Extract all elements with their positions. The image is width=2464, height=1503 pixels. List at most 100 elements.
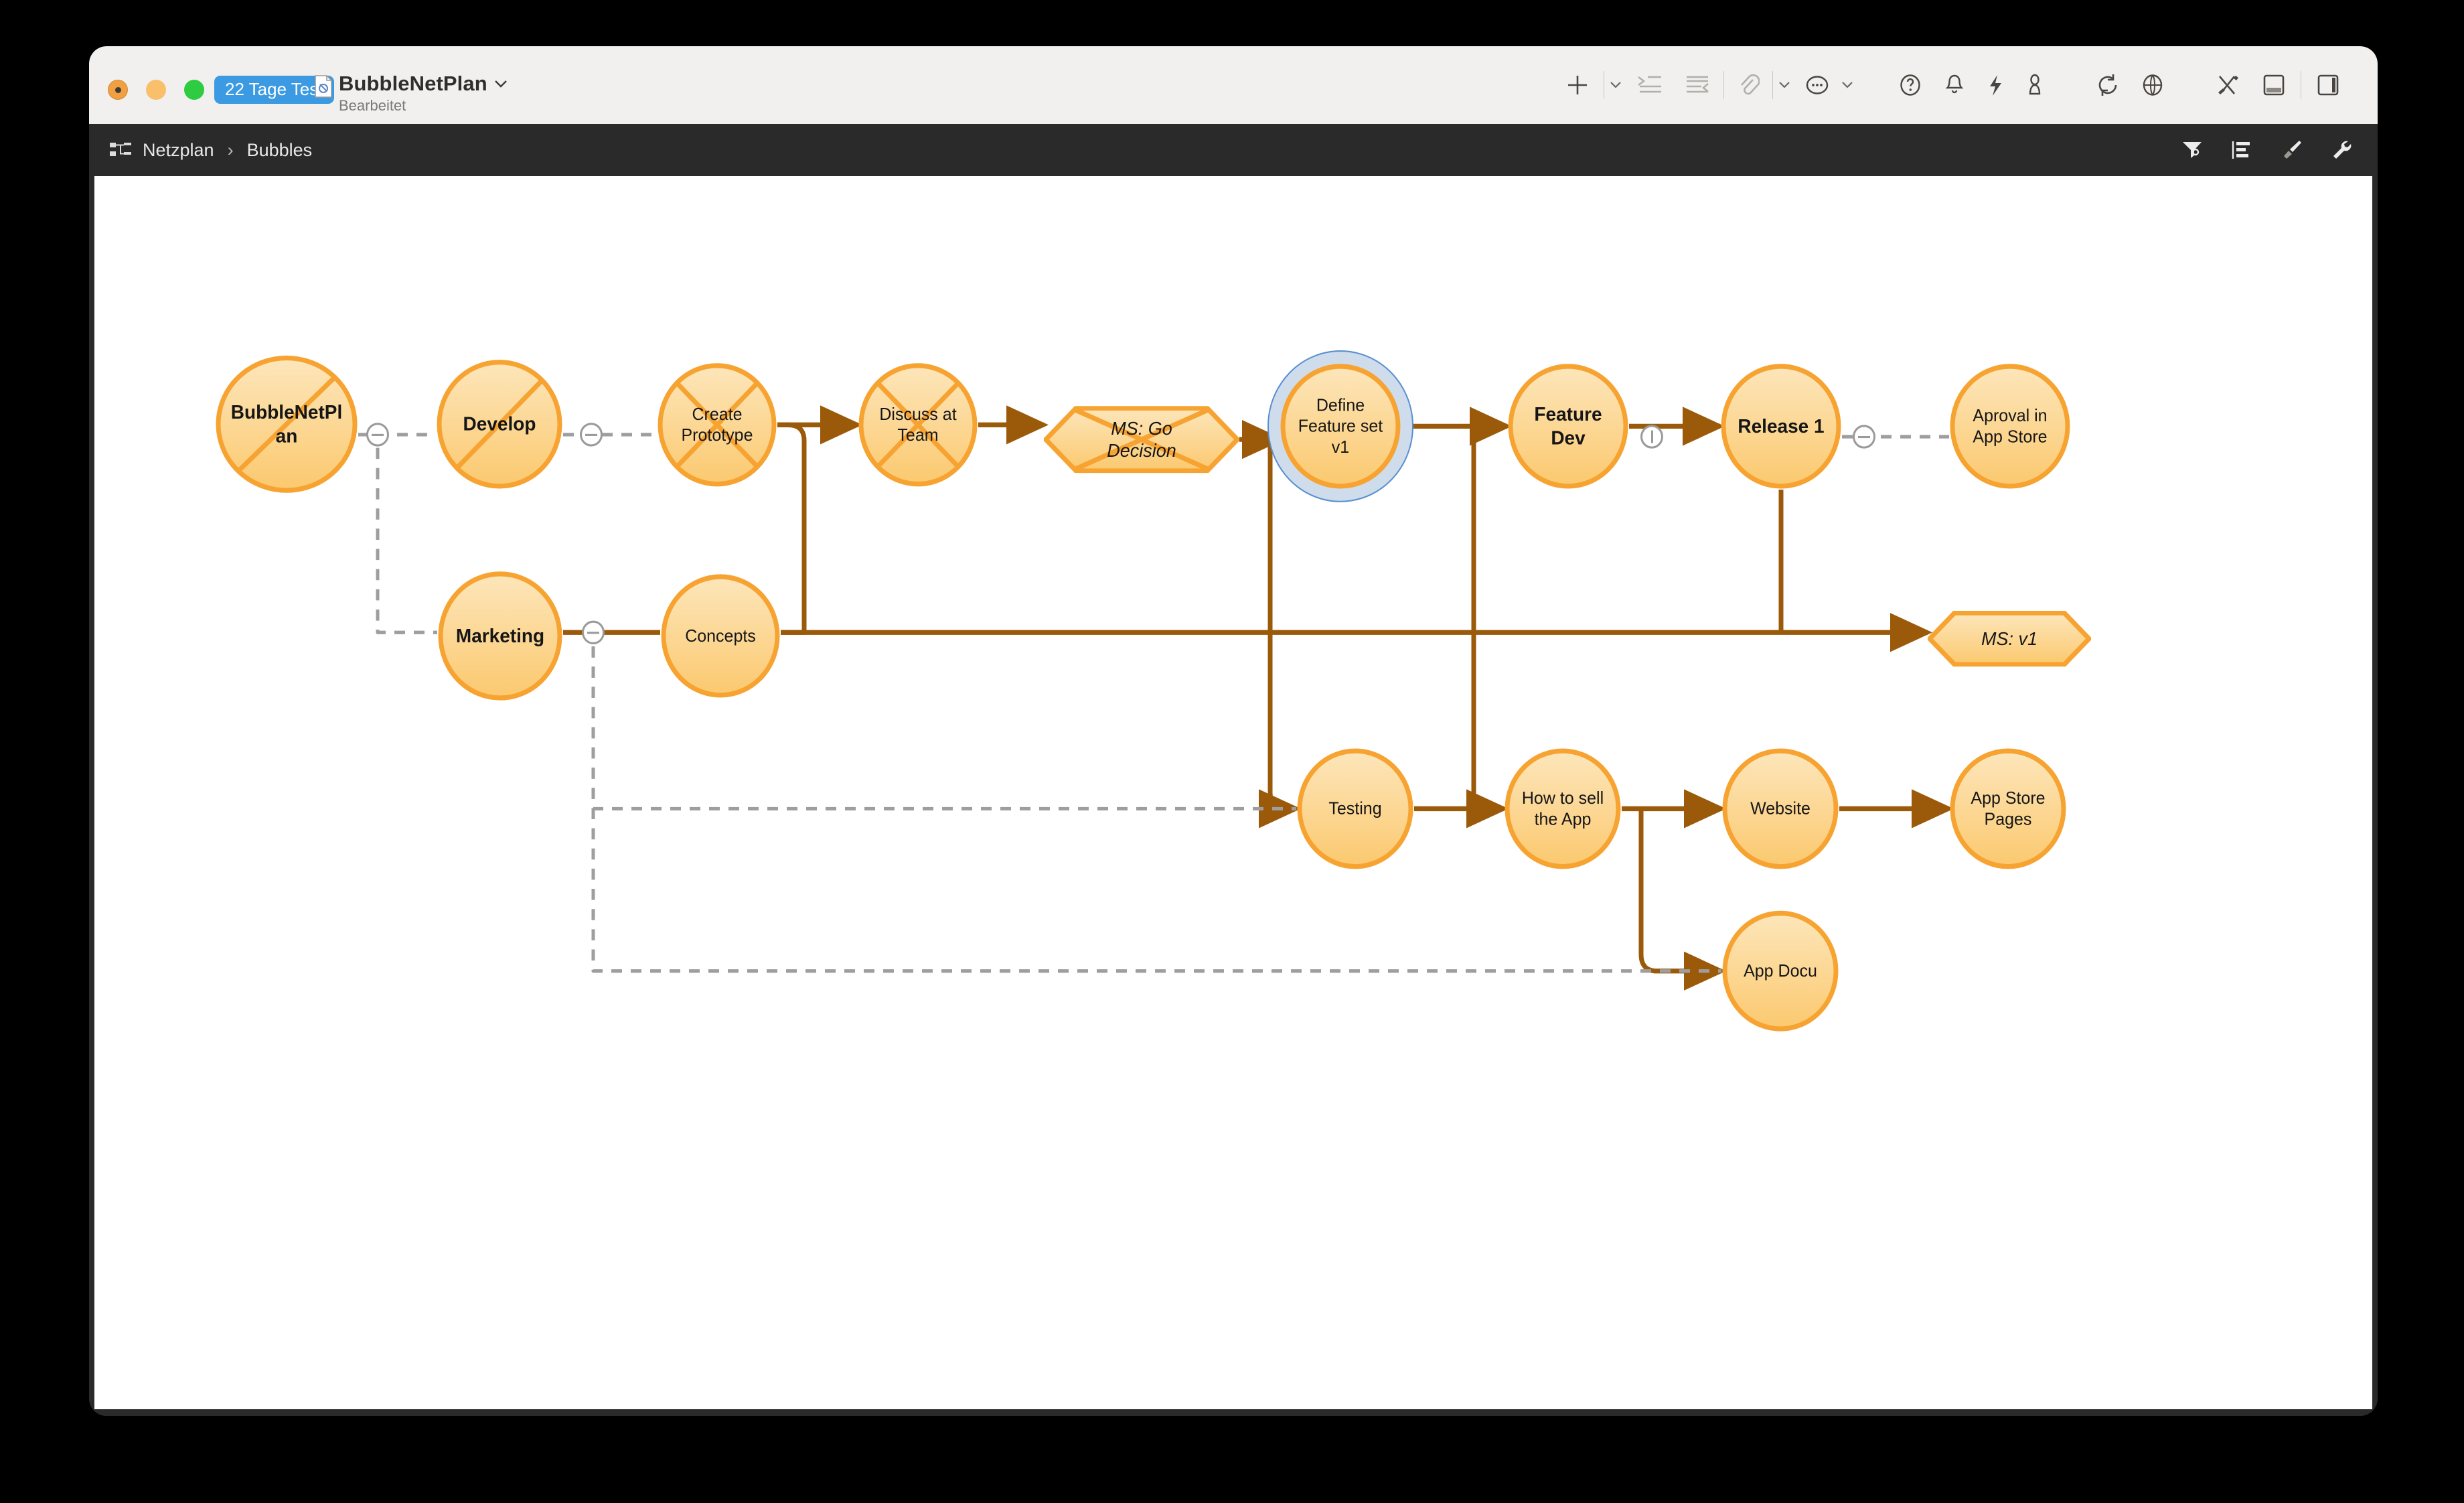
node-label: Testing — [1328, 798, 1382, 818]
collapse-toggle-icon[interactable] — [1853, 425, 1875, 449]
attachment-dropdown-chevron-icon[interactable] — [1777, 46, 1794, 124]
activity-icon[interactable] — [1977, 46, 2014, 124]
chevron-down-icon[interactable] — [494, 80, 508, 88]
filter-icon[interactable] — [2181, 139, 2204, 161]
node-label: Define Feature set v1 — [1298, 395, 1383, 457]
badge-glyph — [372, 433, 384, 436]
node-shape — [437, 360, 562, 489]
connector-how-to-sell-to-app-docu[interactable] — [1638, 808, 1726, 991]
node-release-1[interactable]: Release 1 — [1720, 363, 1842, 490]
collapse-toggle-icon[interactable] — [580, 423, 603, 447]
more-options-icon[interactable] — [1794, 46, 1840, 124]
node-discuss-team[interactable]: Discuss at Team — [858, 362, 978, 488]
connector-bubblenetplan-to-marketing[interactable] — [376, 447, 437, 634]
badge-glyph — [587, 631, 599, 634]
node-website[interactable]: Website — [1721, 747, 1839, 870]
help-icon[interactable] — [1888, 46, 1932, 124]
connector-layer — [358, 405, 1954, 991]
window-controls — [108, 80, 204, 100]
node-label: Discuss at Team — [879, 405, 957, 445]
node-shape — [1508, 364, 1628, 489]
node-shape — [438, 571, 562, 701]
node-layer: BubbleNetPl an Develop Create Prototype Dis… — [94, 176, 2372, 1409]
node-app-store-pg[interactable]: App Store Pages — [1949, 747, 2067, 870]
app-window: 22 Tage Test BubbleNetPlan Bearbeite — [89, 46, 2378, 1416]
pause-indicator-icon[interactable] — [1640, 425, 1663, 449]
connector-marketing-to-app-docu[interactable] — [591, 646, 1721, 973]
node-app-docu[interactable]: App Docu — [1721, 910, 1839, 1032]
collapse-toggle-icon[interactable] — [582, 620, 605, 644]
add-dropdown-chevron-icon[interactable] — [1608, 46, 1626, 124]
attachment-icon[interactable] — [1728, 46, 1768, 124]
node-shape — [1722, 748, 1839, 869]
node-label: Website — [1750, 798, 1811, 818]
bottom-panel-icon[interactable] — [2251, 46, 2297, 124]
node-approval[interactable]: Aproval in App Store — [1949, 363, 2071, 490]
tools-icon[interactable] — [2206, 46, 2251, 124]
node-shape — [858, 363, 978, 487]
node-ms-go-decision[interactable]: MS: Go Decision — [1044, 406, 1239, 474]
toolbar — [1555, 46, 2351, 124]
node-shape — [1505, 748, 1621, 869]
node-develop[interactable]: Develop — [436, 359, 563, 490]
node-label: Concepts — [685, 626, 756, 646]
breadcrumb: Netzplan › Bubbles — [89, 140, 312, 161]
outline-icon[interactable] — [2230, 139, 2253, 161]
node-create-proto[interactable]: Create Prototype — [657, 362, 777, 488]
node-bubblenetplan[interactable]: BubbleNetPl an — [215, 354, 358, 494]
more-options-chevron-icon[interactable] — [1840, 46, 1857, 124]
maximize-button[interactable] — [184, 80, 204, 100]
titlebar: 22 Tage Test BubbleNetPlan Bearbeite — [89, 46, 2378, 124]
badge-layer — [94, 176, 2372, 1409]
user-icon[interactable] — [2014, 46, 2056, 124]
paintbrush-icon[interactable] — [2280, 139, 2303, 161]
connector-concepts-to-create-proto[interactable] — [777, 422, 807, 635]
connector-ms-go-decision-to-testing[interactable] — [1259, 439, 1301, 829]
node-label: MS: Go Decision — [1107, 417, 1176, 461]
node-label: Marketing — [455, 625, 545, 647]
document-subtitle: Bearbeitet — [339, 97, 406, 114]
document-title-block: BubbleNetPlan Bearbeitet — [314, 72, 508, 115]
node-ms-v1[interactable]: MS: v1 — [1928, 611, 2091, 667]
settings-wrench-icon[interactable] — [2329, 139, 2352, 161]
node-shape — [1928, 611, 2091, 667]
breadcrumb-current[interactable]: Bubbles — [246, 139, 313, 160]
sync-icon[interactable] — [2086, 46, 2131, 124]
netzplan-canvas[interactable]: BubbleNetPl an Develop Create Prototype Dis… — [94, 176, 2372, 1409]
breadcrumb-bar: Netzplan › Bubbles — [89, 124, 2378, 176]
node-shape — [661, 574, 780, 698]
node-label: MS: v1 — [1981, 628, 2038, 650]
node-feature-dev[interactable]: Feature Dev — [1507, 363, 1629, 490]
node-label: How to sell the App — [1521, 788, 1604, 829]
node-define-feature[interactable]: Define Feature set v1 — [1267, 350, 1413, 502]
node-concepts[interactable]: Concepts — [660, 573, 781, 699]
node-shape — [658, 363, 777, 487]
node-label: Create Prototype — [681, 405, 753, 445]
toolbar-divider — [1723, 71, 1724, 99]
node-how-to-sell[interactable]: How to sell the App — [1504, 747, 1622, 870]
node-label: Develop — [463, 413, 536, 435]
badge-glyph — [1650, 430, 1653, 443]
notifications-icon[interactable] — [1932, 46, 1977, 124]
indent-decrease-icon[interactable] — [1673, 46, 1719, 124]
node-label: App Docu — [1744, 961, 1817, 981]
node-testing[interactable]: Testing — [1296, 747, 1414, 870]
right-panel-icon[interactable] — [2305, 46, 2351, 124]
close-button[interactable] — [108, 80, 128, 100]
globe-icon[interactable] — [2131, 46, 2175, 124]
node-shape — [216, 355, 358, 493]
breadcrumb-root[interactable]: Netzplan — [143, 139, 214, 160]
collapse-toggle-icon[interactable] — [366, 423, 389, 447]
node-shape — [1297, 748, 1413, 869]
minimize-button[interactable] — [146, 80, 166, 100]
node-shape — [1950, 748, 2066, 869]
add-icon[interactable] — [1555, 46, 1600, 124]
trial-badge[interactable]: 22 Tage Test — [214, 76, 334, 104]
node-label: BubbleNetPl an — [230, 401, 343, 447]
node-label: App Store Pages — [1971, 788, 2046, 829]
node-marketing[interactable]: Marketing — [437, 571, 563, 702]
indent-increase-icon[interactable] — [1626, 46, 1673, 124]
toolbar-divider — [1772, 71, 1773, 99]
document-title: BubbleNetPlan — [339, 72, 487, 95]
